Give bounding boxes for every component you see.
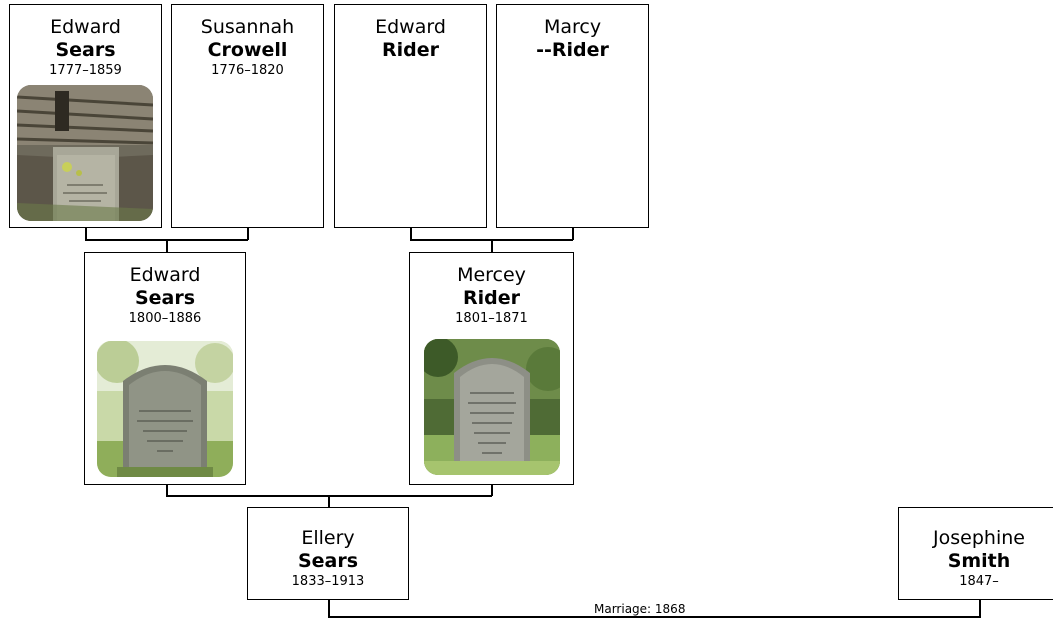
headstone-photo[interactable] (17, 85, 153, 221)
last-name: Crowell (207, 39, 288, 61)
connector-line (491, 239, 493, 253)
marriage-line (979, 599, 981, 617)
person-card-edward-sears-1777[interactable]: Edward Sears 1777–1859 (9, 4, 162, 228)
first-name: Edward (129, 264, 201, 286)
last-name: Sears (55, 39, 116, 61)
connector-line (85, 227, 87, 240)
last-name: Sears (134, 287, 196, 309)
marriage-label: Marriage: 1868 (594, 602, 686, 616)
first-name: Susannah (200, 16, 295, 38)
first-name: Josephine (933, 527, 1025, 549)
first-name: Ellery (301, 527, 355, 549)
last-name: --Rider (536, 39, 609, 61)
life-dates: 1833–1913 (291, 574, 365, 589)
person-card-susannah-crowell[interactable]: Susannah Crowell 1776–1820 (171, 4, 324, 228)
headstone-photo[interactable] (424, 339, 560, 475)
connector-line (328, 495, 330, 508)
connector-line (166, 239, 168, 253)
person-card-edward-sears-1800[interactable]: Edward Sears 1800–1886 (84, 252, 246, 485)
connector-line (410, 227, 412, 240)
headstone-photo[interactable] (97, 341, 233, 477)
life-dates: 1777–1859 (49, 63, 122, 78)
last-name: Rider (463, 287, 520, 309)
life-dates: 1800–1886 (128, 311, 202, 326)
connector-line (166, 484, 168, 496)
life-dates: 1776–1820 (211, 63, 284, 78)
first-name: Mercey (457, 264, 526, 286)
marriage-line (328, 616, 981, 618)
first-name: Marcy (543, 16, 602, 38)
person-card-ellery-sears[interactable]: Ellery Sears 1833–1913 (247, 507, 409, 600)
life-dates: 1801–1871 (455, 311, 528, 326)
first-name: Edward (50, 16, 121, 38)
person-card-josephine-smith[interactable]: Josephine Smith 1847– (898, 507, 1053, 600)
person-card-mercey-rider[interactable]: Mercey Rider 1801–1871 (409, 252, 574, 485)
connector-line (491, 484, 493, 496)
person-card-edward-rider[interactable]: Edward Rider (334, 4, 487, 228)
life-dates: 1847– (959, 574, 999, 589)
last-name: Sears (297, 550, 359, 572)
person-card-marcy-rider[interactable]: Marcy --Rider (496, 4, 649, 228)
last-name: Rider (382, 39, 439, 61)
first-name: Edward (375, 16, 446, 38)
marriage-line (328, 599, 330, 617)
last-name: Smith (947, 550, 1011, 572)
connector-line (247, 227, 249, 240)
connector-line (572, 227, 574, 240)
